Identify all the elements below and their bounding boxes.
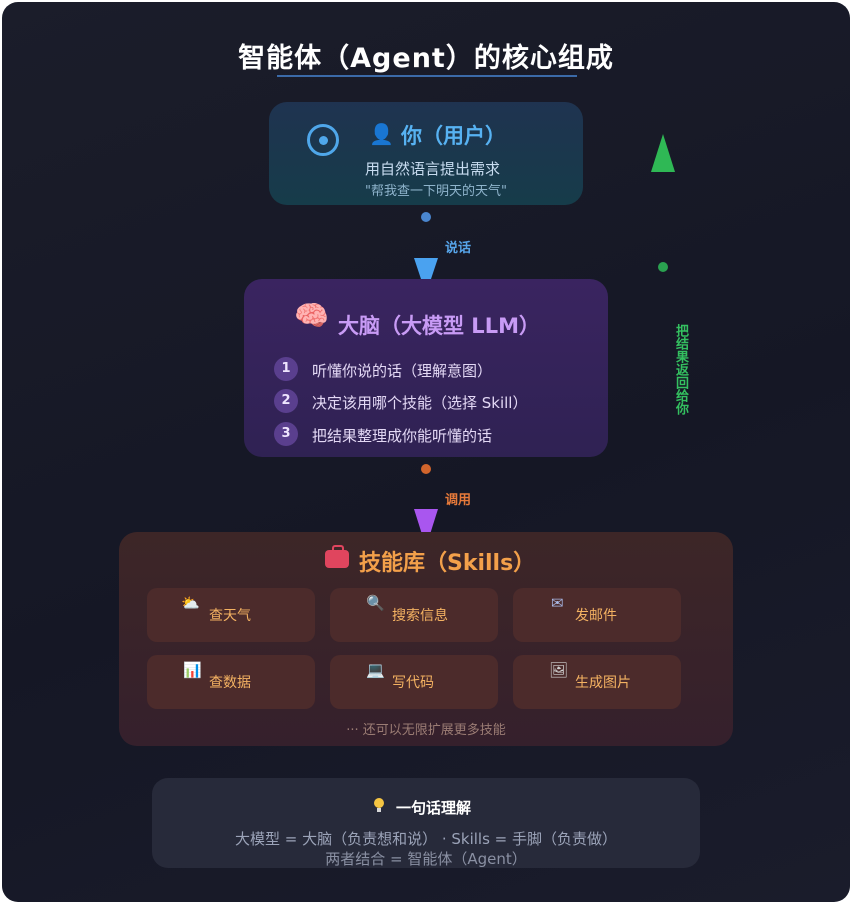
summary-box: 一句话理解 大模型 = 大脑（负责想和说） · Skills = 手脚（负责做）… (152, 778, 700, 868)
brain-box: 🧠 大脑（大模型 LLM） 1 听懂你说的话（理解意图） 2 决定该用哪个技能（… (244, 279, 608, 457)
title-underline (277, 75, 577, 77)
step-number: 1 (274, 357, 298, 381)
summary-title: 一句话理解 (396, 799, 472, 817)
skill-label: 生成图片 (575, 675, 631, 691)
step-number: 3 (274, 422, 298, 446)
step-number: 2 (274, 389, 298, 413)
skill-label: 查天气 (209, 608, 251, 624)
brain-title: 大脑（大模型 LLM） (338, 314, 540, 338)
skill-card-weather[interactable]: ⛅ 查天气 (147, 588, 315, 642)
user-box: 👤 你（用户） 用自然语言提出需求 "帮我查一下明天的天气" (269, 102, 583, 205)
summary-line-2: 两者结合 = 智能体（Agent） (325, 850, 527, 868)
step-text: 听懂你说的话（理解意图） (312, 362, 493, 380)
magnifier-icon: 🔍 (366, 594, 385, 612)
lightbulb-icon (374, 798, 384, 812)
user-description: 用自然语言提出需求 (365, 160, 501, 178)
skill-card-image[interactable]: 🖼 生成图片 (513, 655, 681, 709)
bar-chart-icon: 📊 (183, 661, 202, 679)
user-title: 你（用户） (401, 124, 506, 148)
invoke-label: 调用 (445, 493, 472, 508)
step-text: 把结果整理成你能听懂的话 (312, 427, 493, 445)
image-icon: 🖼 (549, 661, 569, 679)
skills-box: 技能库（Skills） ⛅ 查天气 🔍 搜索信息 ✉ 发邮件 📊 查数据 💻 写… (119, 532, 733, 746)
diagram-title: 智能体（Agent）的核心组成 (238, 43, 614, 74)
connector-dot (421, 212, 431, 222)
skill-card-data[interactable]: 📊 查数据 (147, 655, 315, 709)
email-icon: ✉ (551, 594, 564, 612)
up-arrow-green (651, 134, 675, 172)
skill-card-search[interactable]: 🔍 搜索信息 (330, 588, 498, 642)
speak-label: 说话 (445, 241, 472, 256)
user-example: "帮我查一下明天的天气" (365, 184, 507, 199)
return-label: 把结果返回给你 (673, 324, 688, 415)
weather-icon: ⛅ (181, 594, 200, 612)
toolbox-icon (325, 545, 349, 568)
down-arrow-purple (414, 509, 438, 547)
skills-title: 技能库（Skills） (359, 551, 536, 576)
skill-label: 搜索信息 (392, 608, 448, 624)
down-arrow-blue (414, 258, 438, 294)
skill-label: 查数据 (209, 675, 251, 691)
target-icon (307, 124, 339, 156)
step-text: 决定该用哪个技能（选择 Skill） (312, 394, 528, 412)
skill-label: 发邮件 (575, 608, 617, 624)
skill-card-email[interactable]: ✉ 发邮件 (513, 588, 681, 642)
brain-icon: 🧠 (294, 299, 329, 332)
skills-more-note: ··· 还可以无限扩展更多技能 (346, 723, 506, 738)
connector-dot (658, 262, 668, 272)
laptop-icon: 💻 (366, 661, 385, 679)
person-icon: 👤 (369, 122, 394, 146)
summary-line-1: 大模型 = 大脑（负责想和说） · Skills = 手脚（负责做） (234, 830, 618, 848)
connector-dot (421, 464, 431, 474)
skill-label: 写代码 (392, 675, 434, 691)
skill-card-code[interactable]: 💻 写代码 (330, 655, 498, 709)
